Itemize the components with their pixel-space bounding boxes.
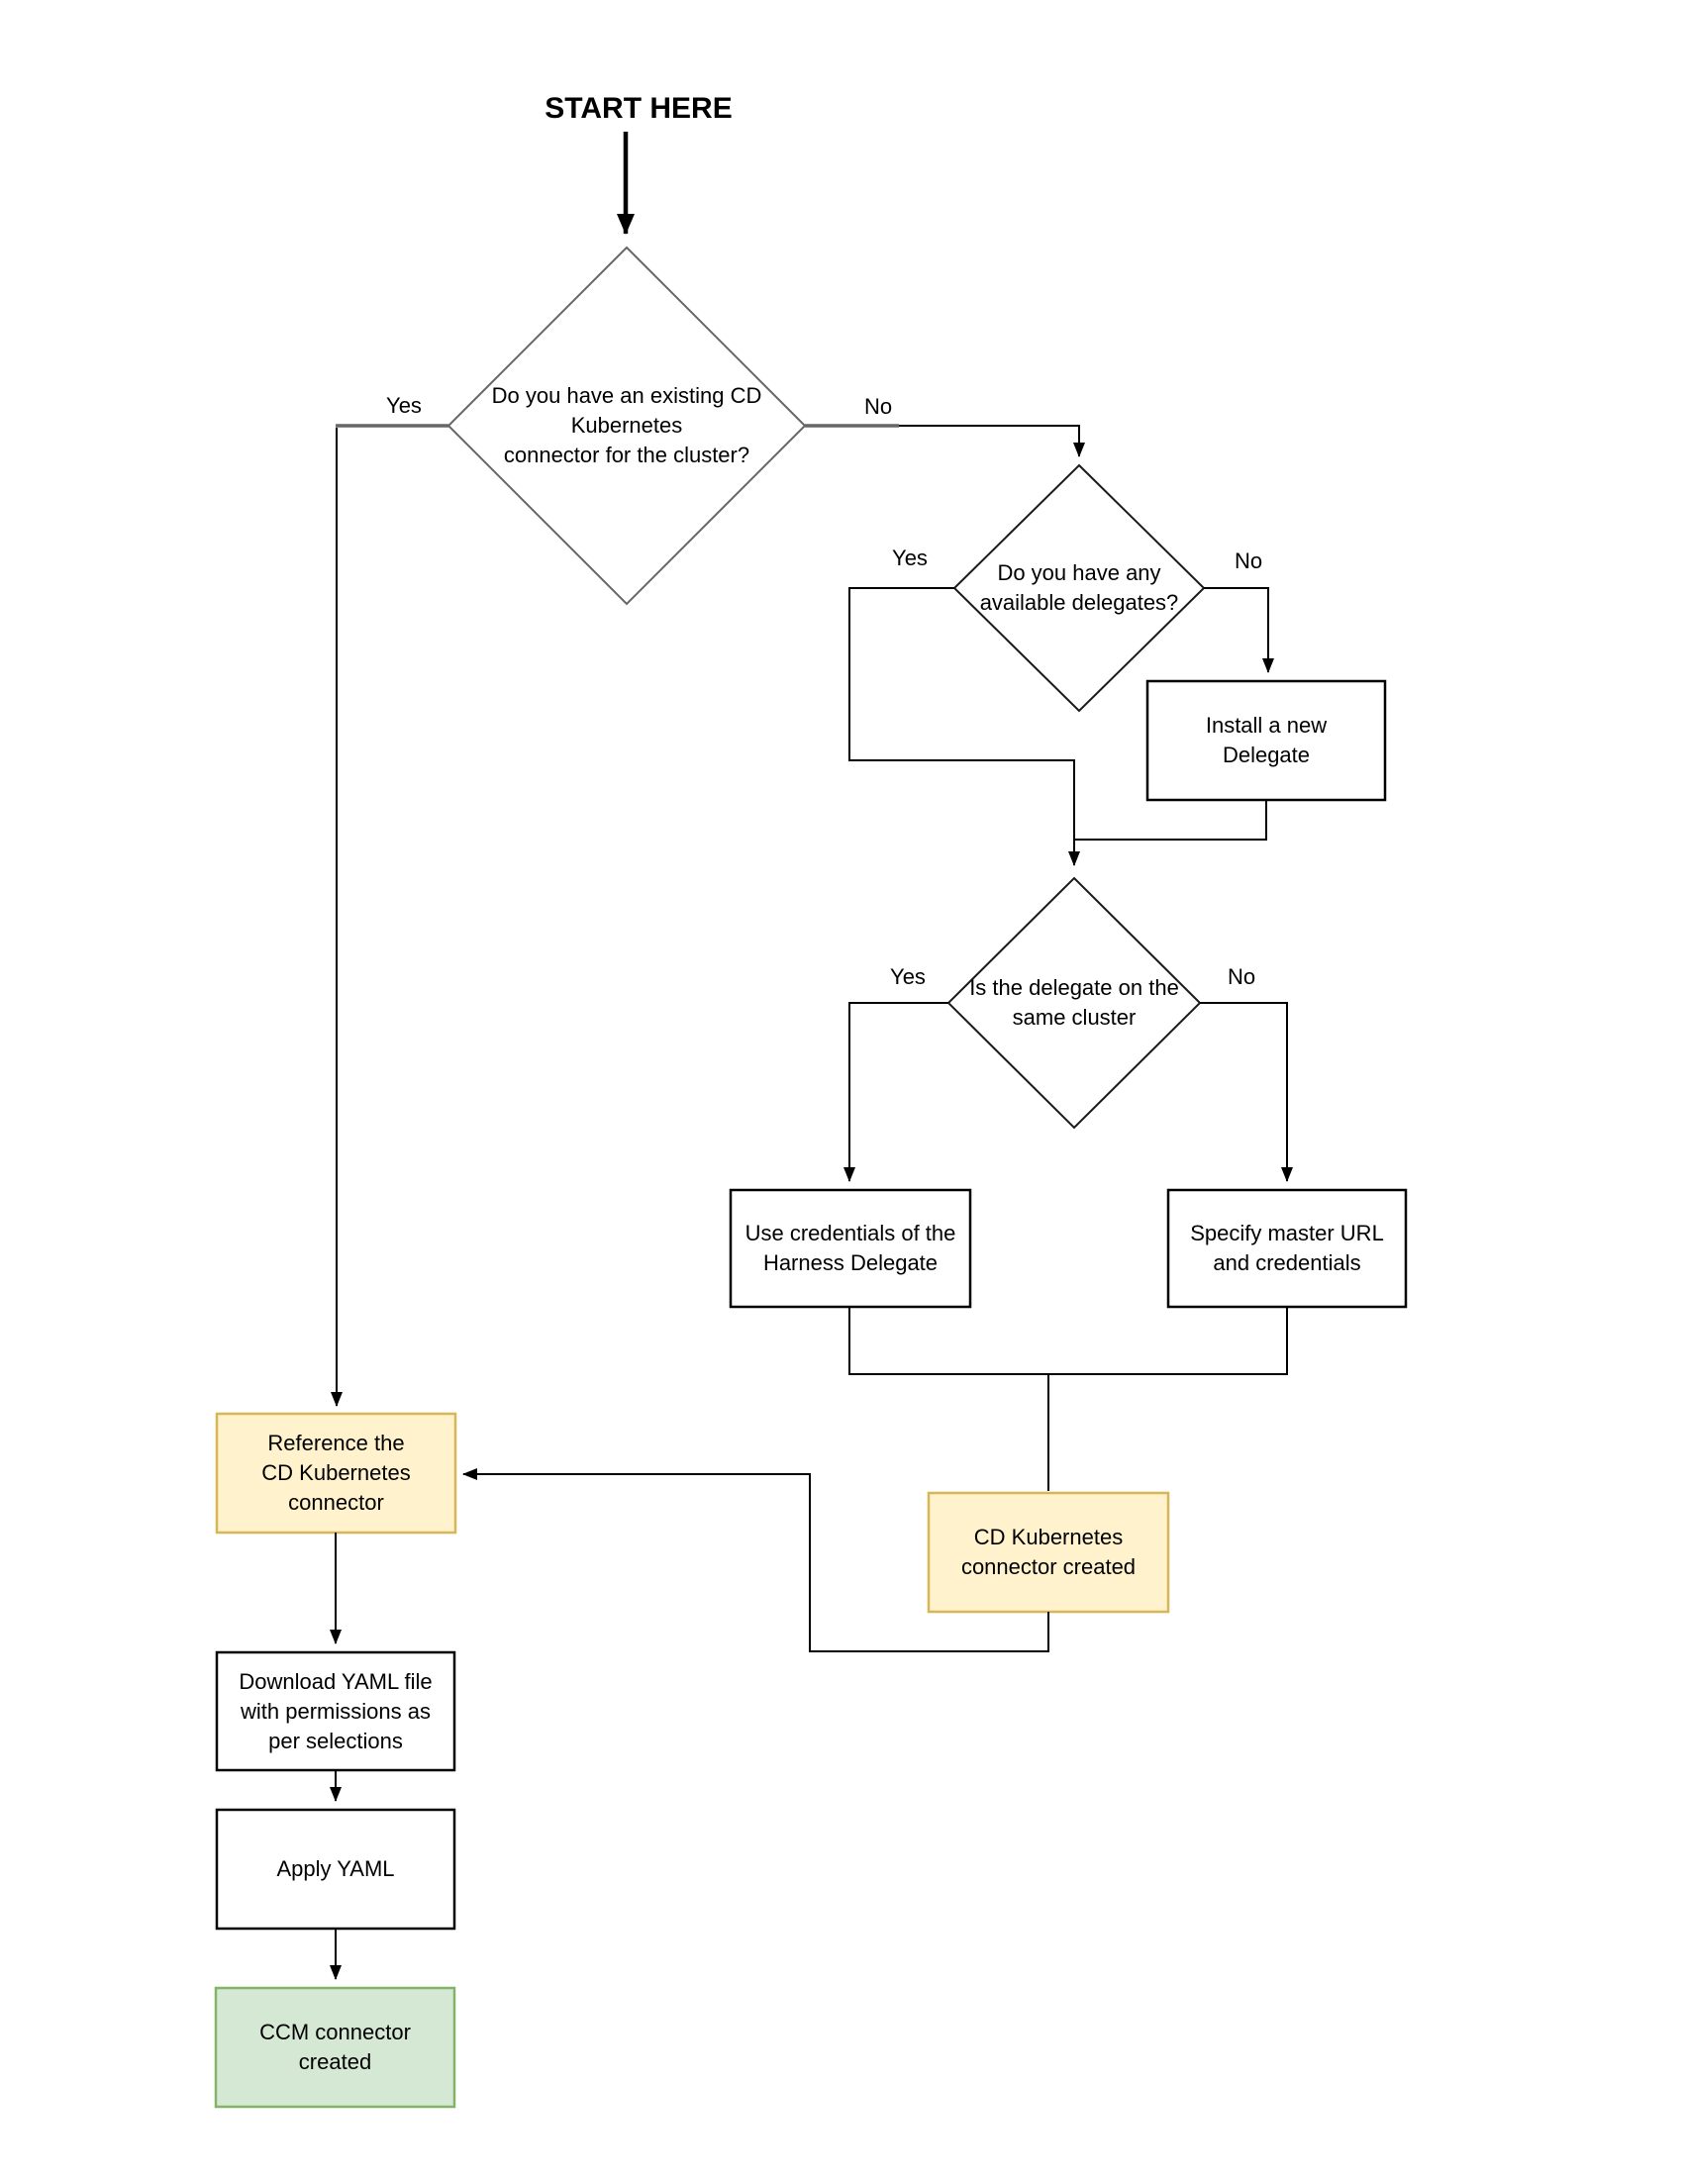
edge-label-d3-no: No xyxy=(1227,964,1256,989)
node-ccm-created-shape xyxy=(214,1986,456,2109)
decision-available-delegates-shape xyxy=(952,463,1206,713)
node-cd-connector-created-label: CD Kubernetes connector created xyxy=(960,1525,1137,1579)
decision-existing-connector-shape xyxy=(446,246,807,606)
edge-label-d1-no: No xyxy=(863,394,893,419)
node-reference-connector-label: Reference the CD Kubernetes connector xyxy=(261,1431,411,1515)
node-ccm-created-label: CCM connector created xyxy=(259,2020,411,2074)
decision-available-delegates-label: Do you have any available delegates? xyxy=(979,560,1179,615)
edge-d2-no-to-install xyxy=(1204,587,1274,673)
node-install-delegate-label: Install a new Delegate xyxy=(1205,713,1328,767)
edge-d1-no-to-d2 xyxy=(899,425,1085,457)
node-specify-url-shape xyxy=(1166,1188,1408,1309)
edge-label-d2-no: No xyxy=(1234,548,1263,573)
node-download-yaml-label: Download YAML file with permissions as p… xyxy=(239,1668,433,1753)
node-install-delegate-shape xyxy=(1145,679,1387,802)
edge-credentials-merge xyxy=(848,1307,1288,1375)
decision-same-cluster-shape xyxy=(946,876,1202,1130)
node-specify-url-label: Specify master URL and credentials xyxy=(1190,1221,1384,1275)
edge-install-to-d3-join xyxy=(1075,800,1267,841)
node-download-yaml-shape xyxy=(215,1650,456,1772)
node-apply-yaml-label: Apply YAML xyxy=(276,1856,395,1881)
node-use-credentials-shape xyxy=(729,1188,972,1309)
node-apply-yaml-shape xyxy=(215,1808,456,1931)
node-use-credentials-label: Use credentials of the Harness Delegate xyxy=(744,1221,956,1275)
decision-same-cluster-label: Is the delegate on the same cluster xyxy=(969,975,1179,1030)
edge-d2-yes-to-d3 xyxy=(848,587,1080,866)
edge-label-d3-yes: Yes xyxy=(890,964,926,989)
edge-d3-no-to-specify-url xyxy=(1200,1002,1293,1182)
edge-d3-yes-to-use-credentials xyxy=(843,1002,948,1182)
edge-label-d2-yes: Yes xyxy=(892,546,928,570)
edge-label-d1-yes: Yes xyxy=(386,393,422,418)
decision-existing-connector-label: Do you have an existing CD Kubernetes co… xyxy=(491,383,762,467)
edge-cd-created-to-reference xyxy=(462,1468,1049,1652)
start-here-title: START HERE xyxy=(545,92,733,125)
node-reference-connector-shape xyxy=(215,1412,457,1535)
node-cd-connector-created-shape xyxy=(927,1491,1170,1614)
